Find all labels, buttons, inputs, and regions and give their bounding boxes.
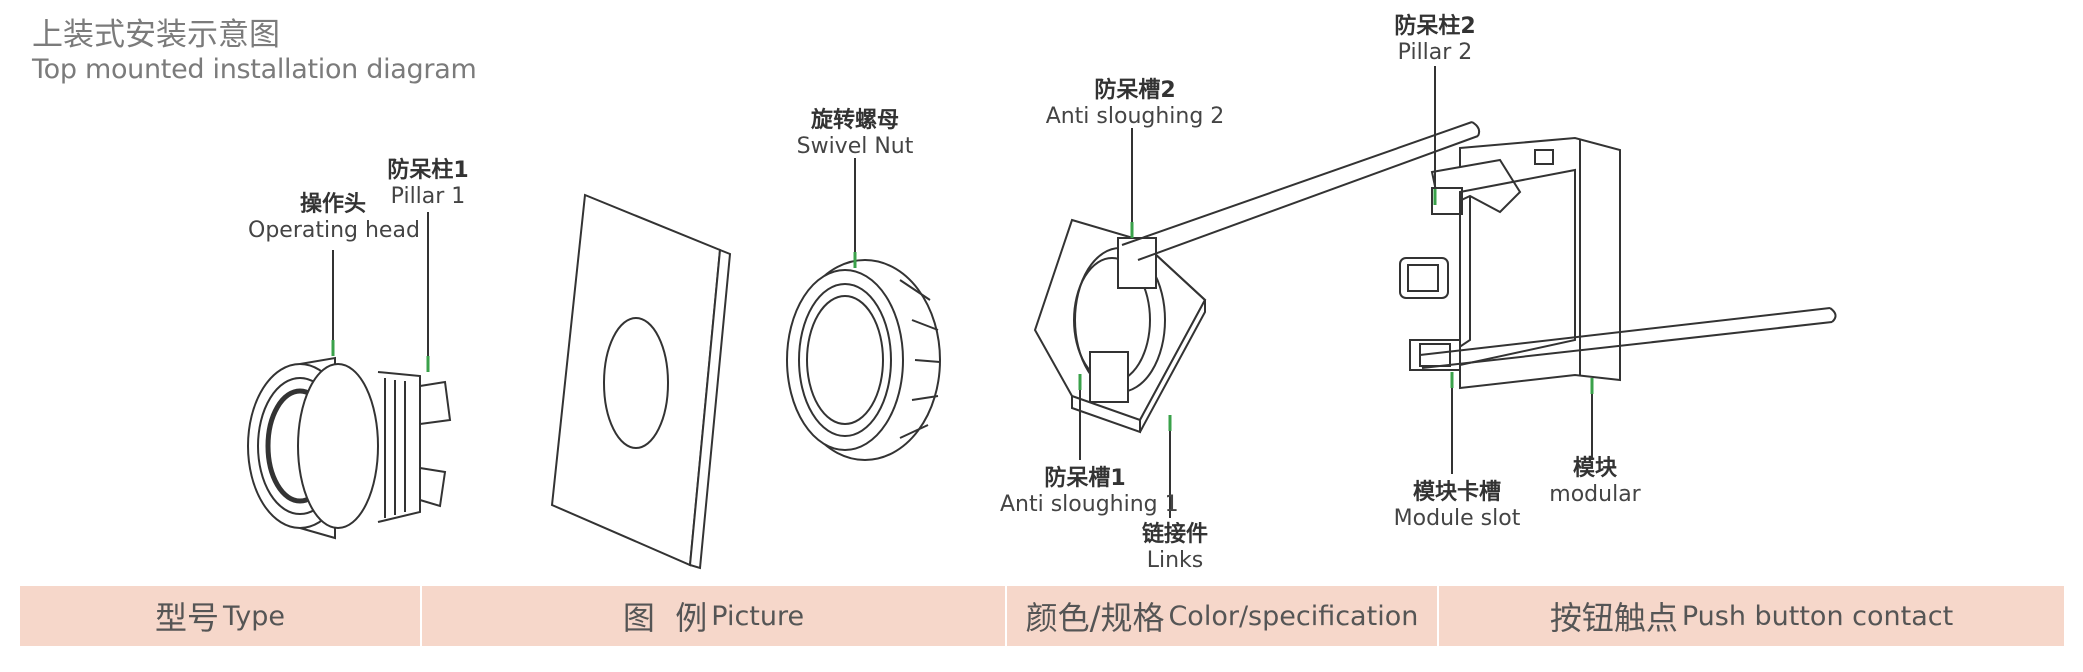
header-picture-cn: 图 例	[622, 599, 708, 637]
table-header-bar: 型号 Type 图 例 Picture 颜色/规格 Color/specific…	[20, 586, 2064, 646]
assembly-pins	[1121, 121, 1837, 369]
module-part	[1399, 136, 1621, 390]
header-cell-color-spec: 颜色/规格 Color/specification	[1007, 586, 1439, 646]
links-bracket-part	[1033, 218, 1207, 434]
header-type-cn: 型号	[154, 599, 219, 637]
header-cell-push-button-contact: 按钮触点 Push button contact	[1439, 586, 2064, 646]
swivel-nut-part	[786, 259, 941, 461]
operating-head-part	[247, 356, 452, 540]
diagram-title: 上装式安装示意图 Top mounted installation diagra…	[32, 16, 477, 86]
label-pillar-2: 防呆柱2 Pillar 2	[1380, 14, 1490, 66]
header-contact-cn: 按钮触点	[1549, 599, 1678, 637]
swivel-nut-cn: 旋转螺母	[810, 108, 899, 133]
title-chinese: 上装式安装示意图	[32, 17, 280, 53]
header-cell-picture: 图 例 Picture	[422, 586, 1007, 646]
label-anti-sloughing-2: 防呆槽2 Anti sloughing 2	[1035, 78, 1235, 130]
modular-cn: 模块	[1572, 456, 1617, 481]
label-pillar-1: 防呆柱1 Pillar 1	[378, 158, 478, 210]
anti-sloughing1-cn: 防呆槽1	[1044, 466, 1126, 491]
header-picture-en: Picture	[711, 600, 805, 632]
anti-sloughing2-cn: 防呆槽2	[1094, 78, 1176, 103]
pillar2-en: Pillar 2	[1397, 40, 1473, 65]
header-cell-type: 型号 Type	[20, 586, 422, 646]
label-anti-sloughing-1: 防呆槽1 Anti sloughing 1	[1000, 466, 1179, 518]
pillar1-en: Pillar 1	[390, 184, 466, 209]
label-operating-head: 操作头 Operating head	[248, 192, 420, 244]
module-slot-cn: 模块卡槽	[1412, 480, 1501, 505]
leader-end-markers	[331, 189, 1594, 431]
modular-en: modular	[1549, 482, 1641, 507]
anti-sloughing1-en: Anti sloughing 1	[1000, 492, 1179, 517]
header-color-en: Color/specification	[1168, 600, 1419, 632]
operating-head-cn: 操作头	[299, 192, 366, 217]
swivel-nut-en: Swivel Nut	[796, 134, 914, 159]
pillar2-cn: 防呆柱2	[1394, 14, 1476, 39]
anti-sloughing2-en: Anti sloughing 2	[1045, 104, 1225, 129]
module-slot-en: Module slot	[1393, 506, 1521, 531]
links-cn: 链接件	[1141, 522, 1208, 547]
title-english: Top mounted installation diagram	[32, 54, 477, 85]
label-modular: 模块 modular	[1545, 456, 1645, 508]
label-swivel-nut: 旋转螺母 Swivel Nut	[780, 108, 930, 160]
pillar1-cn: 防呆柱1	[387, 158, 469, 183]
header-color-cn: 颜色/规格	[1025, 599, 1165, 637]
header-type-en: Type	[223, 600, 286, 632]
label-module-slot: 模块卡槽 Module slot	[1382, 480, 1532, 532]
header-contact-en: Push button contact	[1681, 600, 1954, 632]
operating-head-en: Operating head	[248, 218, 420, 243]
panel-plate-part	[550, 193, 732, 570]
leader-lines	[332, 66, 1593, 518]
links-en: Links	[1146, 548, 1204, 573]
label-links: 链接件 Links	[1125, 522, 1225, 574]
